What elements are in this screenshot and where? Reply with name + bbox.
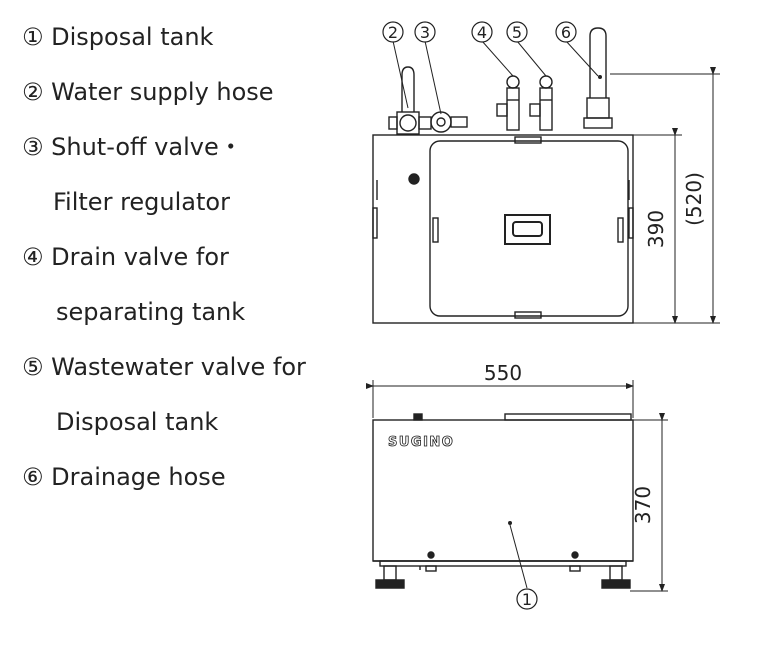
lid-handle xyxy=(504,214,551,245)
shut-off-valve xyxy=(430,111,452,133)
width-dimension xyxy=(366,380,634,418)
callout-2: 2 xyxy=(388,23,398,42)
callout-1: 1 xyxy=(522,590,532,609)
lid-tab-top xyxy=(514,136,542,144)
legend-item-3: ③ Shut-off valve・ xyxy=(22,133,243,161)
callout-4: 4 xyxy=(477,23,487,42)
dim-width: 550 xyxy=(484,361,522,385)
legend-item-4-cont: separating tank xyxy=(56,298,246,326)
legend-item-3-cont: Filter regulator xyxy=(53,188,230,216)
brand-logo: SUGINO xyxy=(388,435,454,450)
legend-item-5: ⑤ Wastewater valve for xyxy=(22,353,306,381)
callouts: 2 3 4 5 6 1 xyxy=(382,21,577,610)
dim-front-height: 370 xyxy=(631,486,655,524)
legend-item-4: ④ Drain valve for xyxy=(22,243,229,271)
legend-item-1: ① Disposal tank xyxy=(22,23,214,51)
wastewater-valve xyxy=(539,75,553,89)
front-view-top-edge xyxy=(504,413,632,421)
callout-5: 5 xyxy=(512,23,522,42)
front-view xyxy=(372,413,634,589)
lid-tab-right xyxy=(617,217,624,243)
lid-tab-bottom xyxy=(514,311,542,319)
top-view-housing xyxy=(372,134,634,324)
drainage-hose xyxy=(589,27,607,98)
callout-6: 6 xyxy=(561,23,571,42)
drain-valve xyxy=(506,75,520,89)
top-view-lid xyxy=(429,140,629,317)
legend-item-5-cont: Disposal tank xyxy=(56,408,219,436)
knob xyxy=(408,173,420,185)
callout-3: 3 xyxy=(420,23,430,42)
legend-item-2: ② Water supply hose xyxy=(22,78,274,106)
legend-item-6: ⑥ Drainage hose xyxy=(22,463,226,491)
water-supply-hose xyxy=(401,66,415,112)
top-view xyxy=(372,27,634,324)
dim-overall-height: (520) xyxy=(682,172,706,226)
top-dimensions xyxy=(610,67,720,324)
lid-tab-left xyxy=(432,217,439,243)
front-dimensions xyxy=(630,413,668,592)
dim-top-height: 390 xyxy=(644,210,668,248)
